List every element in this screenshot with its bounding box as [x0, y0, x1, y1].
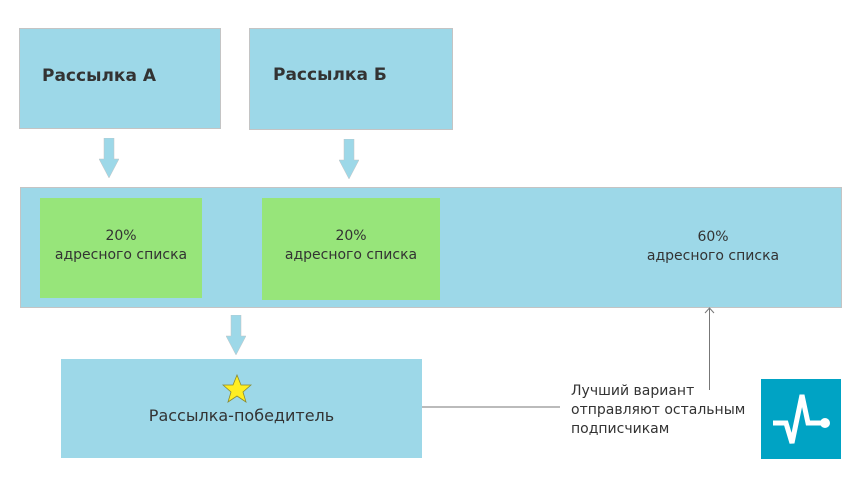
- mailing-b-box: Рассылка Б: [249, 28, 453, 130]
- note-line: отправляют остальным: [571, 402, 746, 418]
- segment-rest-percent: 60%: [697, 229, 729, 245]
- segment-b-label: адресного списка: [284, 247, 418, 263]
- segment-rest-label: адресного списка: [646, 248, 780, 264]
- star-icon: [222, 374, 252, 403]
- winner-label: Рассылка-победитель: [148, 406, 335, 425]
- segment-rest: 60% адресного списка: [613, 228, 813, 266]
- mailing-b-label: Рассылка Б: [273, 65, 387, 85]
- segment-a-percent: 20%: [105, 228, 137, 244]
- mailing-a-label: Рассылка А: [42, 66, 156, 86]
- arrow-down-icon: [99, 138, 119, 178]
- segment-b: 20% адресного списка: [262, 198, 440, 300]
- note-line: Лучший вариант: [571, 383, 695, 399]
- mailing-a-box: Рассылка А: [19, 28, 221, 129]
- arrow-down-icon: [226, 315, 246, 355]
- note-line: подписчикам: [571, 421, 670, 437]
- winner-box: Рассылка-победитель: [61, 359, 422, 458]
- segment-b-percent: 20%: [335, 228, 367, 244]
- pulse-logo-icon: [761, 379, 841, 459]
- segment-a-label: адресного списка: [54, 247, 188, 263]
- segment-a: 20% адресного списка: [40, 198, 202, 298]
- arrow-down-icon: [339, 139, 359, 179]
- note-text: Лучший вариант отправляют остальным подп…: [571, 382, 745, 439]
